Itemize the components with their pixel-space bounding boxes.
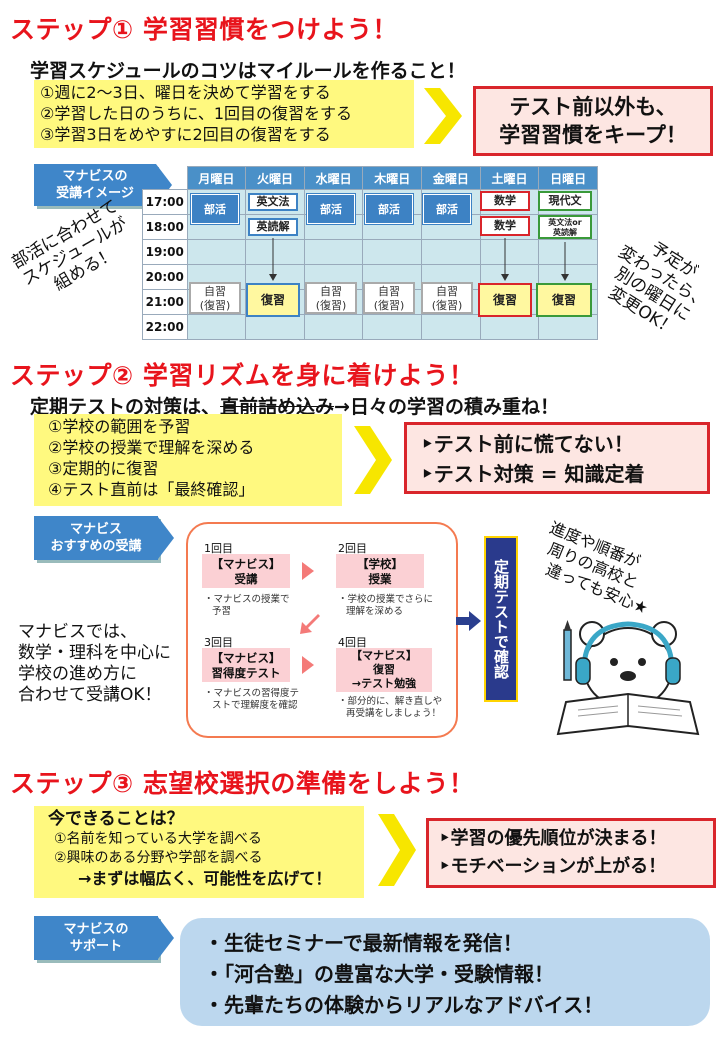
flow-step2-desc: ・学校の授業でさらに理解を深める bbox=[338, 594, 434, 617]
day-wed: 水曜日 bbox=[303, 166, 364, 190]
arrow-down-icon bbox=[501, 238, 509, 281]
event-self-study-fri: 自習(復習) bbox=[421, 282, 473, 314]
step3-conclusion: →まずは幅広く、可能性を広げて！ bbox=[78, 869, 332, 888]
step1-tip-3: ③学習3日をめやすに2回目の復習をする bbox=[40, 125, 331, 144]
day-sun: 日曜日 bbox=[538, 166, 598, 190]
step3-result-line1: ‣学習の優先順位が決まる！ bbox=[439, 828, 667, 849]
step1-tip-2: ②学習した日のうちに、1回目の復習をする bbox=[40, 104, 353, 123]
event-english-grammar-tue: 英文法 bbox=[248, 193, 298, 211]
day-sat: 土曜日 bbox=[479, 166, 540, 190]
event-club-thu: 部活 bbox=[365, 194, 413, 224]
flow-step3-desc: ・マナビスの習得度テストで理解度を確認 bbox=[204, 688, 300, 711]
step2-flow-diagram: 1回目 【マナビス】受講 ・マナビスの授業で予習 2回目 【学校】授業 ・学校の… bbox=[186, 522, 458, 738]
event-review-sat: 復習 bbox=[478, 283, 532, 317]
flow-step2-title: 【学校】授業 bbox=[336, 554, 424, 588]
flow-step1-title: 【マナビス】受講 bbox=[202, 554, 290, 588]
tag-arrow-icon bbox=[158, 917, 174, 959]
step2-tip-4: ④テスト直前は「最終確認」 bbox=[48, 480, 255, 499]
chevron-right-icon bbox=[378, 814, 416, 886]
event-math-sat-2: 数学 bbox=[480, 216, 530, 236]
event-club-fri: 部活 bbox=[423, 194, 471, 224]
support-item-2: ・「河合塾」の豊富な大学・受験情報！ bbox=[204, 962, 554, 986]
flow-step1-num: 1回目 bbox=[204, 542, 233, 555]
event-club-wed: 部活 bbox=[307, 194, 355, 224]
step2-result-line2: ‣テスト対策 = 知識定着 bbox=[421, 462, 645, 486]
flow-step4-title: 【マナビス】復習→テスト勉強 bbox=[336, 648, 432, 692]
step2-result-box: ‣テスト前に慌てない！ ‣テスト対策 = 知識定着 bbox=[404, 422, 710, 494]
flow-step2-num: 2回目 bbox=[338, 542, 367, 555]
step1-tag-line2: 受講イメージ bbox=[56, 186, 134, 201]
step1-tag-line1: マナビスの bbox=[62, 169, 128, 184]
day-thu: 木曜日 bbox=[362, 166, 423, 190]
arrow-right-icon bbox=[302, 562, 314, 580]
step1-result-box: テスト前以外も、 学習習慣をキープ！ bbox=[473, 86, 713, 156]
step2-tip-3: ③定期的に復習 bbox=[48, 459, 159, 478]
final-check-box: 定期テストで確認 bbox=[484, 536, 518, 702]
event-review-sun: 復習 bbox=[536, 283, 592, 317]
day-fri: 金曜日 bbox=[421, 166, 481, 190]
step3-heading: ステップ③ 志望校選択の準備をしよう！ bbox=[10, 769, 475, 798]
chevron-right-icon bbox=[424, 88, 462, 144]
schedule-table: 月曜日 火曜日 水曜日 木曜日 金曜日 土曜日 日曜日 17:00 18:00 … bbox=[142, 166, 598, 342]
step3-question: 今できることは？ bbox=[48, 809, 184, 829]
step3-tag: マナビスの サポート bbox=[34, 916, 158, 960]
step1-tag: マナビスの 受講イメージ bbox=[34, 164, 156, 206]
step3-result-line2: ‣モチベーションが上がる！ bbox=[439, 856, 667, 877]
time-1900: 19:00 bbox=[142, 239, 188, 265]
flow-step4-num: 4回目 bbox=[338, 636, 367, 649]
day-tue: 火曜日 bbox=[245, 166, 305, 190]
event-self-study-mon: 自習(復習) bbox=[189, 282, 241, 314]
step2-left-note: マナビスでは、 数学・理科を中心に 学校の進め方に 合わせて受講OK！ bbox=[18, 622, 171, 705]
step1-tips-box: ①週に2〜3日、曜日を決めて学習をする ②学習した日のうちに、1回目の復習をする… bbox=[34, 80, 414, 148]
arrow-down-left-icon bbox=[300, 614, 320, 634]
flow-step1-desc: ・マナビスの授業で予習 bbox=[204, 594, 290, 617]
bear-mascot-icon bbox=[556, 620, 700, 736]
step1-right-note: 予定が 変わったら、 別の曜日に 変更OK！ bbox=[604, 238, 712, 340]
step2-tip-1: ①学校の範囲を予習 bbox=[48, 417, 191, 436]
event-english-reading-tue: 英読解 bbox=[248, 218, 298, 236]
support-box: ・生徒セミナーで最新情報を発信！ ・「河合塾」の豊富な大学・受験情報！ ・先輩た… bbox=[180, 918, 710, 1026]
step1-result-line2: 学習習慣をキープ！ bbox=[499, 123, 687, 147]
event-review-tue: 復習 bbox=[246, 283, 300, 317]
event-eng-or-reading-sun: 英文法or 英読解 bbox=[538, 215, 592, 239]
step1-left-note: 部活に合わせて スケジュールが 組める！ bbox=[8, 196, 132, 295]
step3-tips-box: 今できることは？ ①名前を知っている大学を調べる ②興味のある分野や学部を調べる… bbox=[34, 806, 364, 898]
step1-tip-1: ①週に2〜3日、曜日を決めて学習をする bbox=[40, 83, 331, 102]
event-modern-jp-sun: 現代文 bbox=[538, 191, 592, 211]
chevron-right-icon bbox=[354, 426, 392, 494]
support-item-3: ・先輩たちの体験からリアルなアドバイス！ bbox=[204, 993, 604, 1017]
event-math-sat-1: 数学 bbox=[480, 191, 530, 211]
support-item-1: ・生徒セミナーで最新情報を発信！ bbox=[204, 931, 523, 955]
arrow-right-icon bbox=[456, 611, 481, 631]
step2-result-line1: ‣テスト前に慌てない！ bbox=[421, 432, 634, 456]
day-mon: 月曜日 bbox=[186, 166, 247, 190]
event-self-study-thu: 自習(復習) bbox=[363, 282, 415, 314]
event-club-mon: 部活 bbox=[191, 194, 239, 224]
step2-tag: マナビス おすすめの受講 bbox=[34, 516, 158, 560]
step1-heading: ステップ① 学習習慣をつけよう！ bbox=[10, 15, 398, 44]
step2-tip-2: ②学校の授業で理解を深める bbox=[48, 438, 255, 457]
flow-step3-num: 3回目 bbox=[204, 636, 233, 649]
event-self-study-wed: 自習(復習) bbox=[305, 282, 357, 314]
time-1700: 17:00 bbox=[142, 189, 188, 215]
tag-arrow-icon bbox=[158, 517, 174, 559]
step2-subtitle: 定期テストの対策は、直前詰め込み→日々の学習の積み重ね！ bbox=[30, 396, 559, 418]
step3-tip-2: ②興味のある分野や学部を調べる bbox=[54, 850, 263, 866]
step3-tip-1: ①名前を知っている大学を調べる bbox=[54, 831, 262, 847]
time-2100: 21:00 bbox=[142, 289, 188, 315]
step2-heading: ステップ② 学習リズムを身に着けよう！ bbox=[10, 361, 475, 390]
time-2000: 20:00 bbox=[142, 264, 188, 290]
flow-step4-desc: ・部分的に、解き直しや再受講をしましょう！ bbox=[338, 696, 443, 719]
time-2200: 22:00 bbox=[142, 314, 188, 340]
arrow-right-icon bbox=[302, 656, 314, 674]
arrow-down-icon bbox=[269, 238, 277, 281]
step3-result-box: ‣学習の優先順位が決まる！ ‣モチベーションが上がる！ bbox=[426, 818, 716, 888]
step1-result-line1: テスト前以外も、 bbox=[509, 95, 677, 119]
step1-subtitle: 学習スケジュールのコツはマイルールを作ること！ bbox=[30, 60, 466, 82]
arrow-down-icon bbox=[561, 242, 569, 281]
flow-step3-title: 【マナビス】習得度テスト bbox=[202, 648, 290, 682]
step2-tips-box: ①学校の範囲を予習 ②学校の授業で理解を深める ③定期的に復習 ④テスト直前は「… bbox=[34, 414, 342, 506]
